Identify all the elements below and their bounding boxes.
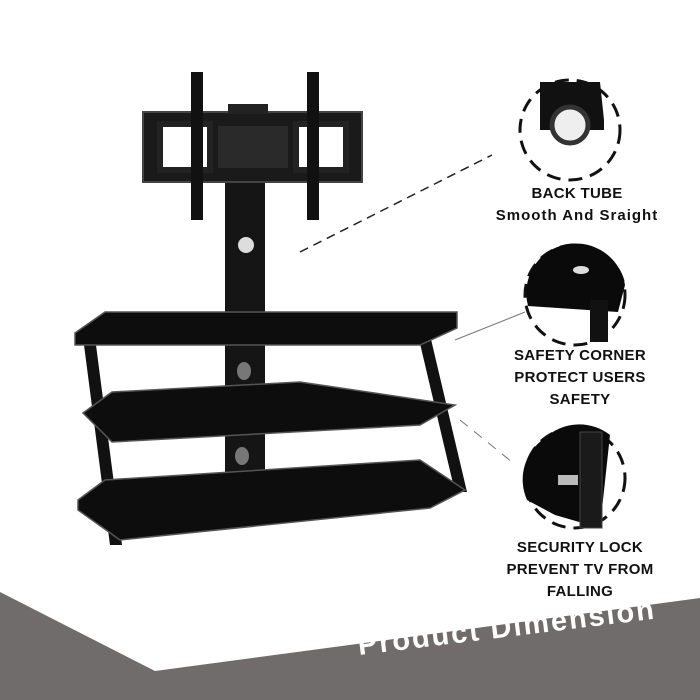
caption-line: SAFETY xyxy=(549,391,611,408)
mount-rail-left xyxy=(191,72,203,220)
tv-stand-image xyxy=(74,72,467,545)
caption-line: Smooth And Sraight xyxy=(495,207,659,224)
middle-shelf xyxy=(81,381,458,443)
mount-rail-right xyxy=(307,72,319,220)
caption-line: PROTECT USERS xyxy=(514,369,646,386)
caption-line: PREVENT TV FROM xyxy=(506,561,654,578)
back-tube-caption: BACK TUBE Smooth And Sraight xyxy=(477,183,677,227)
banner-background xyxy=(0,592,700,700)
back-tube-detail-image xyxy=(518,78,622,182)
caption-line: SAFETY CORNER xyxy=(514,347,646,364)
security-lock-detail-image xyxy=(522,424,627,530)
bottom-shelf xyxy=(77,459,467,541)
caption-line: FALLING xyxy=(546,583,614,600)
safety-corner-detail-image xyxy=(523,243,627,347)
safety-corner-caption: SAFETY CORNER PROTECT USERS SAFETY xyxy=(480,345,680,411)
top-shelf xyxy=(74,311,458,346)
security-lock-caption: SECURITY LOCK PREVENT TV FROM FALLING xyxy=(480,537,680,603)
caption-line: SECURITY LOCK xyxy=(516,539,644,556)
caption-line: BACK TUBE xyxy=(531,185,623,202)
